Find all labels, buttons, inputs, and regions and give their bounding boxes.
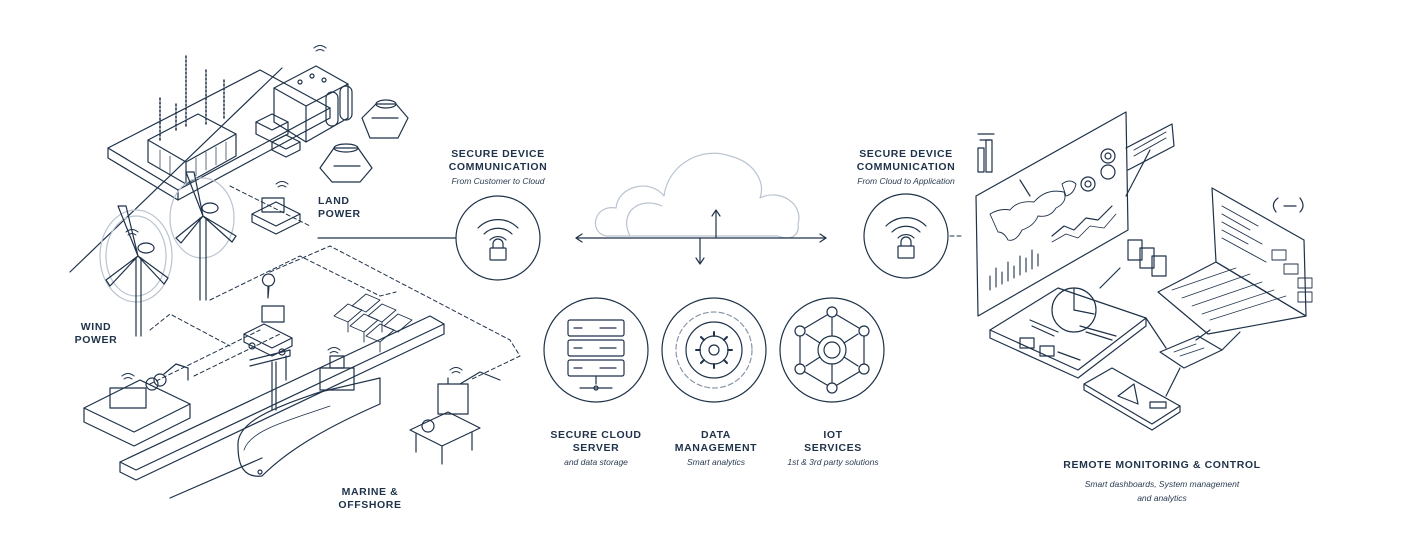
data-management-line2: MANAGEMENT bbox=[674, 442, 758, 454]
remote-monitoring-sub1: Smart dashboards, System management bbox=[1084, 479, 1240, 489]
secure-right-sub: From Cloud to Application bbox=[857, 176, 955, 186]
cloud-server-label: SECURE CLOUD SERVER and data storage bbox=[536, 429, 656, 469]
land-power-illustration bbox=[107, 45, 409, 235]
marine-line2: OFFSHORE bbox=[338, 499, 402, 511]
laptop-icon bbox=[1157, 187, 1313, 335]
cloud-icon bbox=[575, 152, 827, 265]
remote-monitoring-title: REMOTE MONITORING & CONTROL bbox=[1063, 459, 1261, 471]
gear-icon bbox=[661, 297, 767, 403]
remote-monitoring-sub2: and analytics bbox=[1137, 493, 1187, 503]
iot-label: IOT SERVICES 1st & 3rd party solutions bbox=[766, 429, 900, 469]
secure-left-sub: From Customer to Cloud bbox=[451, 176, 545, 186]
wind-power-illustration bbox=[69, 67, 283, 337]
data-management-line1: DATA bbox=[700, 429, 731, 441]
phone-icon bbox=[1083, 367, 1181, 431]
wind-power-label: WIND POWER bbox=[66, 321, 126, 347]
cloud-server-sub: and data storage bbox=[564, 457, 628, 467]
data-management-sub: Smart analytics bbox=[686, 457, 746, 467]
world-map-icon bbox=[975, 111, 1175, 317]
iot-line1: IOT bbox=[823, 429, 843, 441]
marine-line1: MARINE & bbox=[341, 486, 399, 498]
secure-right-label: SECURE DEVICE COMMUNICATION From Cloud t… bbox=[836, 148, 976, 188]
wifi-lock-icon-right bbox=[863, 193, 949, 279]
hub-device bbox=[1099, 267, 1241, 397]
secure-left-label: SECURE DEVICE COMMUNICATION From Custome… bbox=[428, 148, 568, 188]
truck-illustration bbox=[243, 273, 293, 357]
land-power-line1: LAND bbox=[318, 195, 350, 207]
cloud-server-line2: SERVER bbox=[572, 442, 620, 454]
hub-network-icon bbox=[779, 297, 885, 403]
wifi-lock-icon bbox=[455, 195, 541, 281]
api-icons bbox=[1127, 239, 1167, 277]
secure-left-line1: SECURE DEVICE bbox=[451, 148, 545, 160]
land-power-line2: POWER bbox=[318, 208, 361, 220]
iot-line2: SERVICES bbox=[804, 442, 862, 454]
land-power-label: LAND POWER bbox=[318, 195, 361, 221]
cloud-server-line1: SECURE CLOUD bbox=[550, 429, 642, 441]
remote-monitoring-label: REMOTE MONITORING & CONTROL Smart dashbo… bbox=[1052, 459, 1272, 505]
tablet-icon bbox=[989, 287, 1147, 379]
server-icon bbox=[543, 297, 649, 403]
marine-illustration bbox=[83, 293, 501, 499]
wind-power-line1: WIND bbox=[80, 321, 112, 333]
data-management-label: DATA MANAGEMENT Smart analytics bbox=[656, 429, 776, 469]
iot-sub: 1st & 3rd party solutions bbox=[787, 457, 879, 467]
secure-right-line2: COMMUNICATION bbox=[856, 161, 956, 173]
wind-power-line2: POWER bbox=[74, 334, 118, 346]
marine-label: MARINE & OFFSHORE bbox=[330, 486, 410, 512]
secure-left-line2: COMMUNICATION bbox=[448, 161, 548, 173]
secure-right-line1: SECURE DEVICE bbox=[859, 148, 953, 160]
